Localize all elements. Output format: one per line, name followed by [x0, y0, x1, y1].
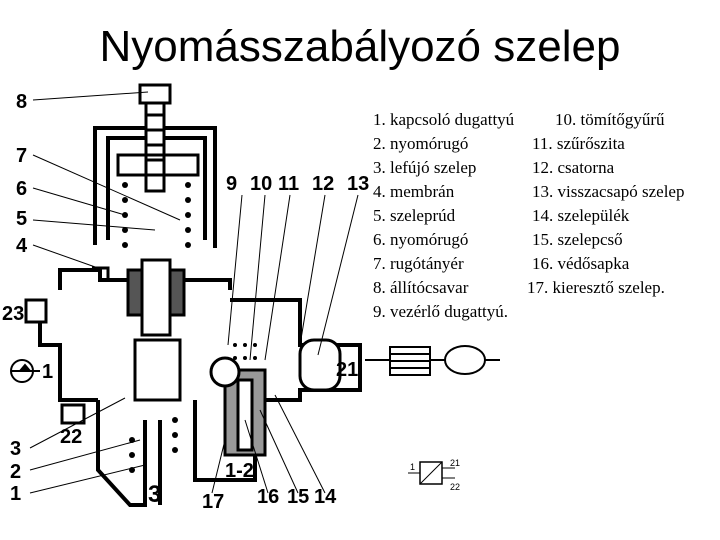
callout-7: 7: [16, 145, 27, 167]
callout-15: 15: [287, 486, 309, 508]
symbol-port-1: 1: [410, 462, 415, 472]
legend-item-right-8: 17. kieresztő szelep.: [527, 278, 665, 297]
legend-item-4: 4. membrán: [373, 182, 455, 201]
callout-11: 11: [278, 173, 299, 195]
callout-3: 3: [10, 438, 21, 460]
legend-item-5: 5. szeleprúd: [373, 206, 456, 225]
callout-16: 16: [257, 486, 279, 508]
internal-parts: [24, 153, 342, 457]
callout-17: 17: [202, 491, 224, 513]
callout-14: 14: [314, 486, 337, 508]
inlet-port-symbol: [10, 359, 40, 383]
adjusting-screw: [138, 83, 172, 193]
legend-item-3: 3. lefújó szelep: [373, 158, 477, 177]
callout-23: 23: [2, 303, 24, 325]
callout-12: 12: [312, 173, 334, 195]
callout-9: 9: [226, 173, 237, 195]
callout-1-2: 1-2: [225, 460, 254, 482]
legend-item-right-5: 14. szelepülék: [532, 206, 630, 225]
callout-8: 8: [16, 91, 27, 113]
legend-item-right-7: 16. védősapka: [532, 254, 630, 273]
callout-2: 2: [10, 461, 21, 483]
legend-item-6: 6. nyomórugó: [373, 230, 469, 249]
symbol-port-21: 21: [450, 458, 460, 468]
legend-item-2: 2. nyomórugó: [373, 134, 469, 153]
legend-item-right-4: 13. visszacsapó szelep: [532, 182, 685, 201]
callout-6: 6: [16, 178, 27, 200]
callout-22: 22: [60, 426, 82, 448]
legend-item-9: 9. vezérlő dugattyú.: [373, 302, 509, 321]
callout-4: 4: [16, 235, 28, 257]
callout-1-inlet: 1: [42, 361, 53, 383]
legend-item-right-1: 10. tömítőgyűrű: [555, 110, 665, 129]
callout-10: 10: [250, 173, 272, 195]
legend-item-7: 7. rugótányér: [373, 254, 464, 273]
callout-3-outlet: 3: [148, 481, 161, 508]
legend-item-right-6: 15. szelepcső: [532, 230, 623, 249]
legend-item-right-2: 11. szűrőszita: [532, 134, 625, 153]
legend-item-1: 1. kapcsoló dugattyú: [373, 110, 515, 129]
legend-item-right-3: 12. csatorna: [532, 158, 615, 177]
outlet-connector: [365, 345, 500, 376]
slide-title: Nyomásszabályozó szelep: [99, 22, 621, 71]
symbol-port-22: 22: [450, 482, 460, 492]
callout-5: 5: [16, 208, 27, 230]
legend-item-8: 8. állítócsavar: [373, 278, 469, 297]
callout-21: 21: [336, 359, 358, 381]
callout-1: 1: [10, 483, 21, 505]
callout-13: 13: [347, 173, 369, 195]
leader-lines: [29, 91, 359, 494]
pneumatic-symbol: 1 21 22: [408, 458, 460, 492]
